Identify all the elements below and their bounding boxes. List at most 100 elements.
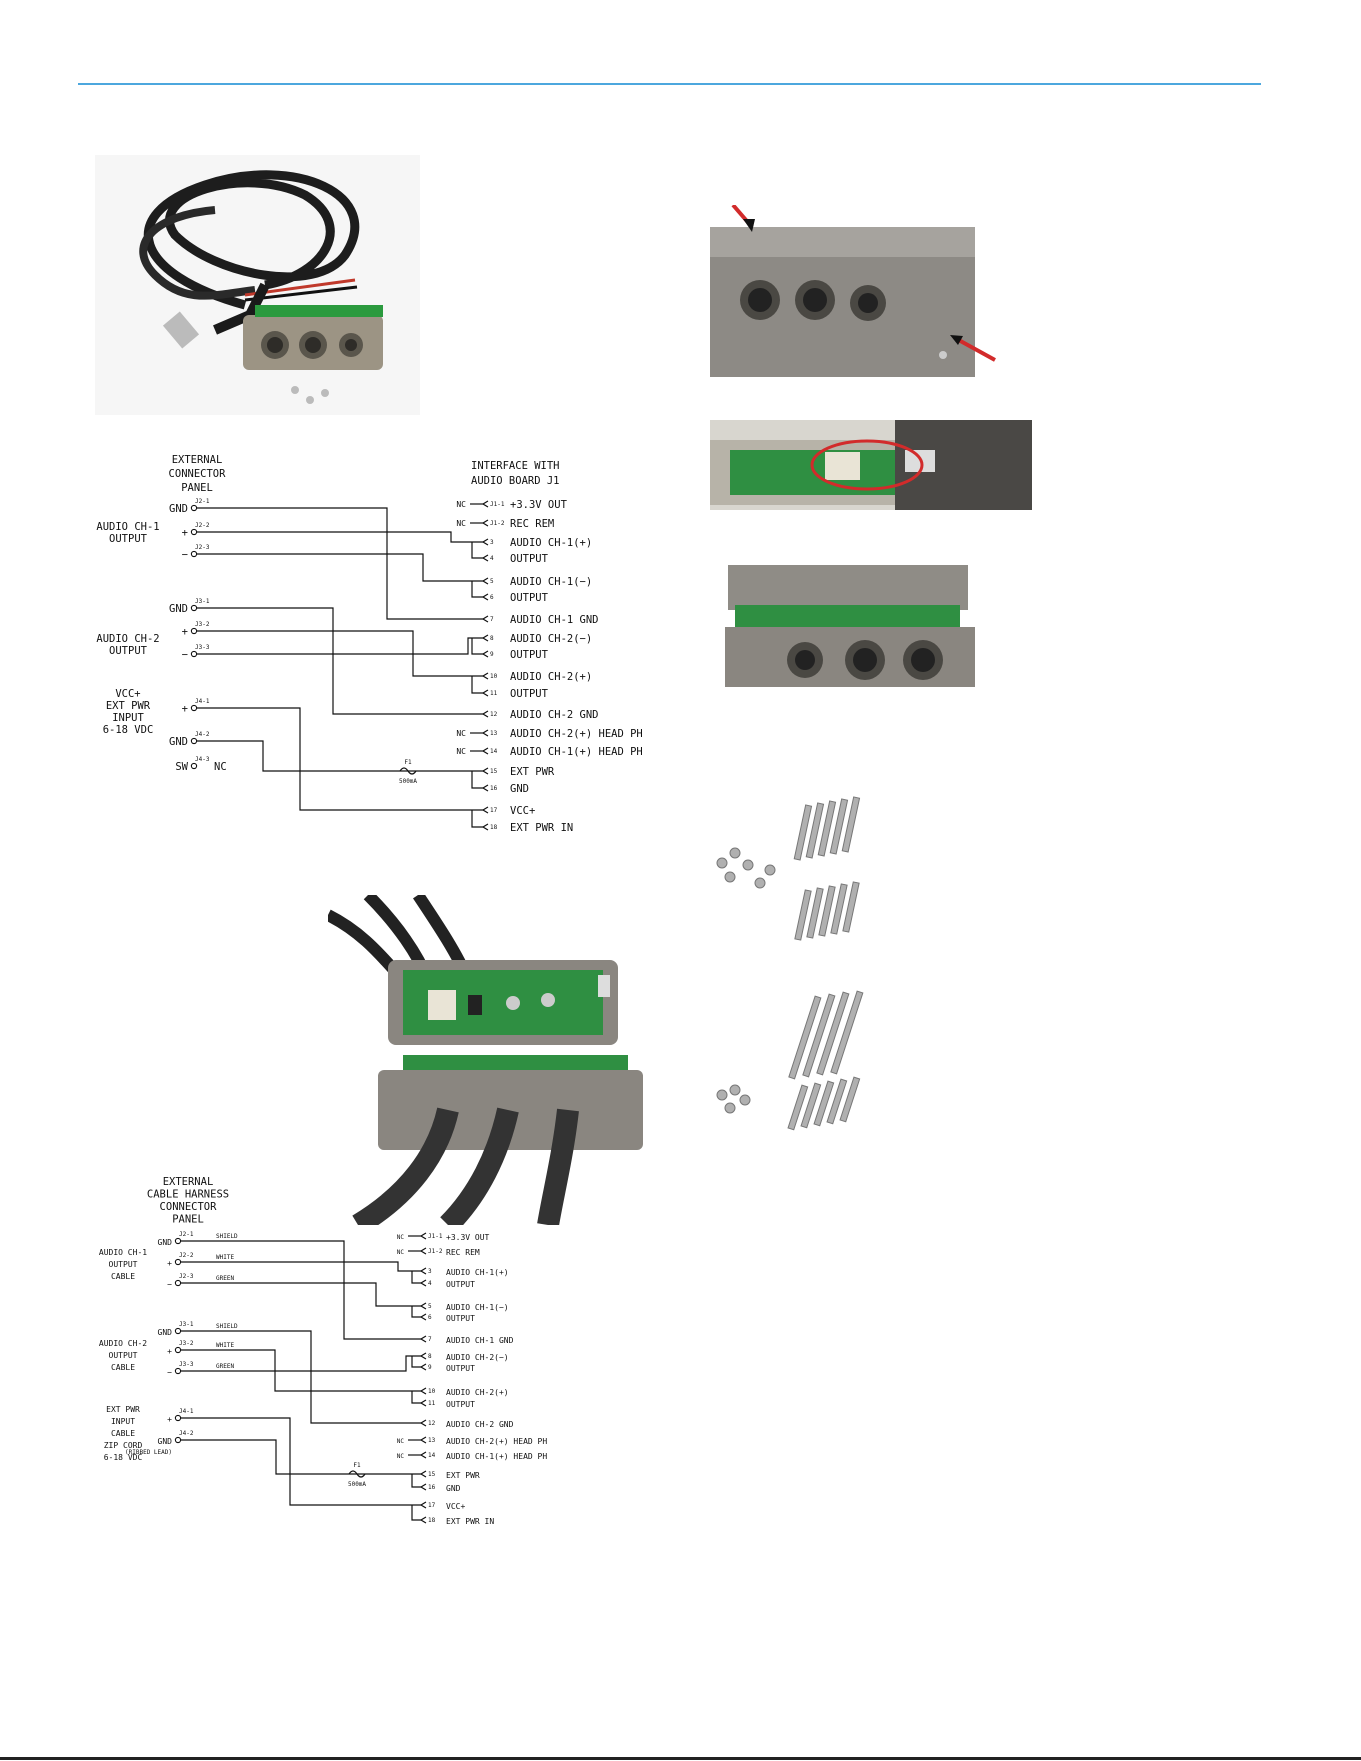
schematic-wire xyxy=(181,1261,421,1272)
fuse-rating: 500mA xyxy=(399,778,417,785)
fuse-symbol xyxy=(399,767,417,775)
left-pin-label: GND xyxy=(169,603,188,615)
right-pin-number: 3 xyxy=(428,1268,432,1275)
schematic-wire xyxy=(197,531,483,543)
right-pin-arrow xyxy=(481,634,489,642)
right-pin-arrow xyxy=(481,784,489,792)
right-pin-number: 4 xyxy=(490,555,494,562)
right-pin-arrow xyxy=(419,1313,427,1321)
right-pin-label: OUTPUT xyxy=(510,592,549,604)
right-pin-label: AUDIO CH-1(−) xyxy=(446,1303,509,1312)
left-pin-id: J4-1 xyxy=(179,1408,194,1415)
right-pin-nc: NC xyxy=(456,519,466,528)
right-pin-label: AUDIO CH-1 GND xyxy=(510,614,599,626)
right-pin-number: 3 xyxy=(490,539,494,546)
left-pin-id: J4-2 xyxy=(195,731,210,738)
left-group-label: CABLE xyxy=(111,1429,135,1438)
right-pin-label: OUTPUT xyxy=(510,649,549,661)
fuse-name: F1 xyxy=(404,759,412,766)
footer-rule xyxy=(0,1757,1361,1760)
right-pin-arrow xyxy=(481,767,489,775)
right-pin-label: AUDIO CH-2(+) HEAD PH xyxy=(446,1437,547,1446)
right-pin-number: 16 xyxy=(428,1484,436,1491)
left-pin-label: GND xyxy=(158,1238,173,1247)
right-pin-nc: NC xyxy=(397,1249,405,1256)
left-pin-label: − xyxy=(167,1368,172,1377)
left-pin-label: + xyxy=(182,626,188,638)
right-pin-label: EXT PWR xyxy=(510,766,555,778)
left-pin-id: J2-2 xyxy=(195,522,210,529)
right-pin-arrow xyxy=(481,538,489,546)
right-pin-label: +3.3V OUT xyxy=(446,1233,490,1242)
right-pin-label: OUTPUT xyxy=(510,688,549,700)
right-pin-arrow xyxy=(419,1516,427,1524)
left-pin-node xyxy=(174,1414,182,1422)
right-pin-number: 5 xyxy=(428,1303,432,1310)
schematic-wire xyxy=(197,553,483,582)
right-pin-arrow xyxy=(419,1247,427,1255)
left-group-label: EXT PWR xyxy=(106,1405,140,1414)
left-pin-node xyxy=(174,1346,182,1354)
left-group-label: AUDIO CH-1 xyxy=(96,521,159,533)
right-pin-number: 14 xyxy=(490,748,498,755)
left-group-label: CABLE xyxy=(111,1363,135,1372)
right-pin-label: AUDIO CH-1(+) HEAD PH xyxy=(510,746,643,758)
left-pin-node xyxy=(190,650,198,658)
photo-panel-installed xyxy=(720,565,980,690)
right-pin-nc: NC xyxy=(397,1234,405,1241)
right-pin-arrow xyxy=(419,1451,427,1459)
photo-power-cable-kit xyxy=(95,155,420,415)
left-pin-id: J4-1 xyxy=(195,698,210,705)
left-group-label: INPUT xyxy=(111,1417,135,1426)
left-group-label: OUTPUT xyxy=(109,645,148,657)
left-group-label: ZIP CORD xyxy=(104,1441,143,1450)
left-pin-node xyxy=(174,1327,182,1335)
right-pin-label: +3.3V OUT xyxy=(510,499,568,511)
left-group-label: AUDIO CH-2 xyxy=(96,633,159,645)
left-pin-label: GND xyxy=(169,503,188,515)
right-pin-arrow xyxy=(481,823,489,831)
left-pin-label: + xyxy=(182,703,188,715)
photo-enclosure-screws xyxy=(705,205,1025,380)
right-pin-arrow xyxy=(419,1232,427,1240)
right-pin-label: AUDIO CH-2(−) xyxy=(446,1353,509,1362)
right-pin-number: 9 xyxy=(490,651,494,658)
board-title-line: AUDIO BOARD J1 xyxy=(471,475,560,487)
left-pin-id: J2-1 xyxy=(195,498,210,505)
schematic-wire-branch xyxy=(471,542,483,559)
left-pin-node xyxy=(190,737,198,745)
right-pin-number: 15 xyxy=(428,1471,436,1478)
right-pin-number: 13 xyxy=(428,1437,436,1444)
right-pin-arrow xyxy=(419,1335,427,1343)
schematic-wire-branch xyxy=(471,676,483,694)
wire-color-label: WHITE xyxy=(216,1342,234,1349)
left-group-label: AUDIO CH-2 xyxy=(99,1339,147,1348)
left-pin-id: J4-2 xyxy=(179,1430,194,1437)
right-pin-number: 12 xyxy=(428,1420,436,1427)
left-pin-id: J4-3 xyxy=(195,756,210,763)
right-pin-number: 7 xyxy=(428,1336,432,1343)
right-pin-number: J1-2 xyxy=(490,520,505,527)
left-pin-label: SW xyxy=(175,761,188,773)
right-pin-number: 10 xyxy=(428,1388,436,1395)
right-pin-arrow xyxy=(481,729,489,737)
wire-color-label: WHITE xyxy=(216,1254,234,1261)
right-pin-arrow xyxy=(419,1279,427,1287)
right-pin-arrow xyxy=(481,500,489,508)
schematic-wire-branch xyxy=(411,1306,421,1318)
left-group-label: EXT PWR xyxy=(106,700,151,712)
right-pin-arrow xyxy=(419,1470,427,1478)
right-pin-arrow xyxy=(419,1419,427,1427)
right-pin-number: 14 xyxy=(428,1452,436,1459)
right-pin-label: AUDIO CH-2(+) xyxy=(446,1388,509,1397)
right-pin-number: 5 xyxy=(490,578,494,585)
right-pin-number: 8 xyxy=(490,635,494,642)
left-group-label: 6-18 VDC xyxy=(103,724,154,736)
left-pin-label: − xyxy=(167,1280,172,1289)
left-pin-node xyxy=(174,1436,182,1444)
right-pin-label: AUDIO CH-1(+) HEAD PH xyxy=(446,1452,547,1461)
right-pin-label: OUTPUT xyxy=(446,1400,475,1409)
right-pin-label: AUDIO CH-2 GND xyxy=(446,1420,514,1429)
panel-title-line: PANEL xyxy=(181,482,213,494)
